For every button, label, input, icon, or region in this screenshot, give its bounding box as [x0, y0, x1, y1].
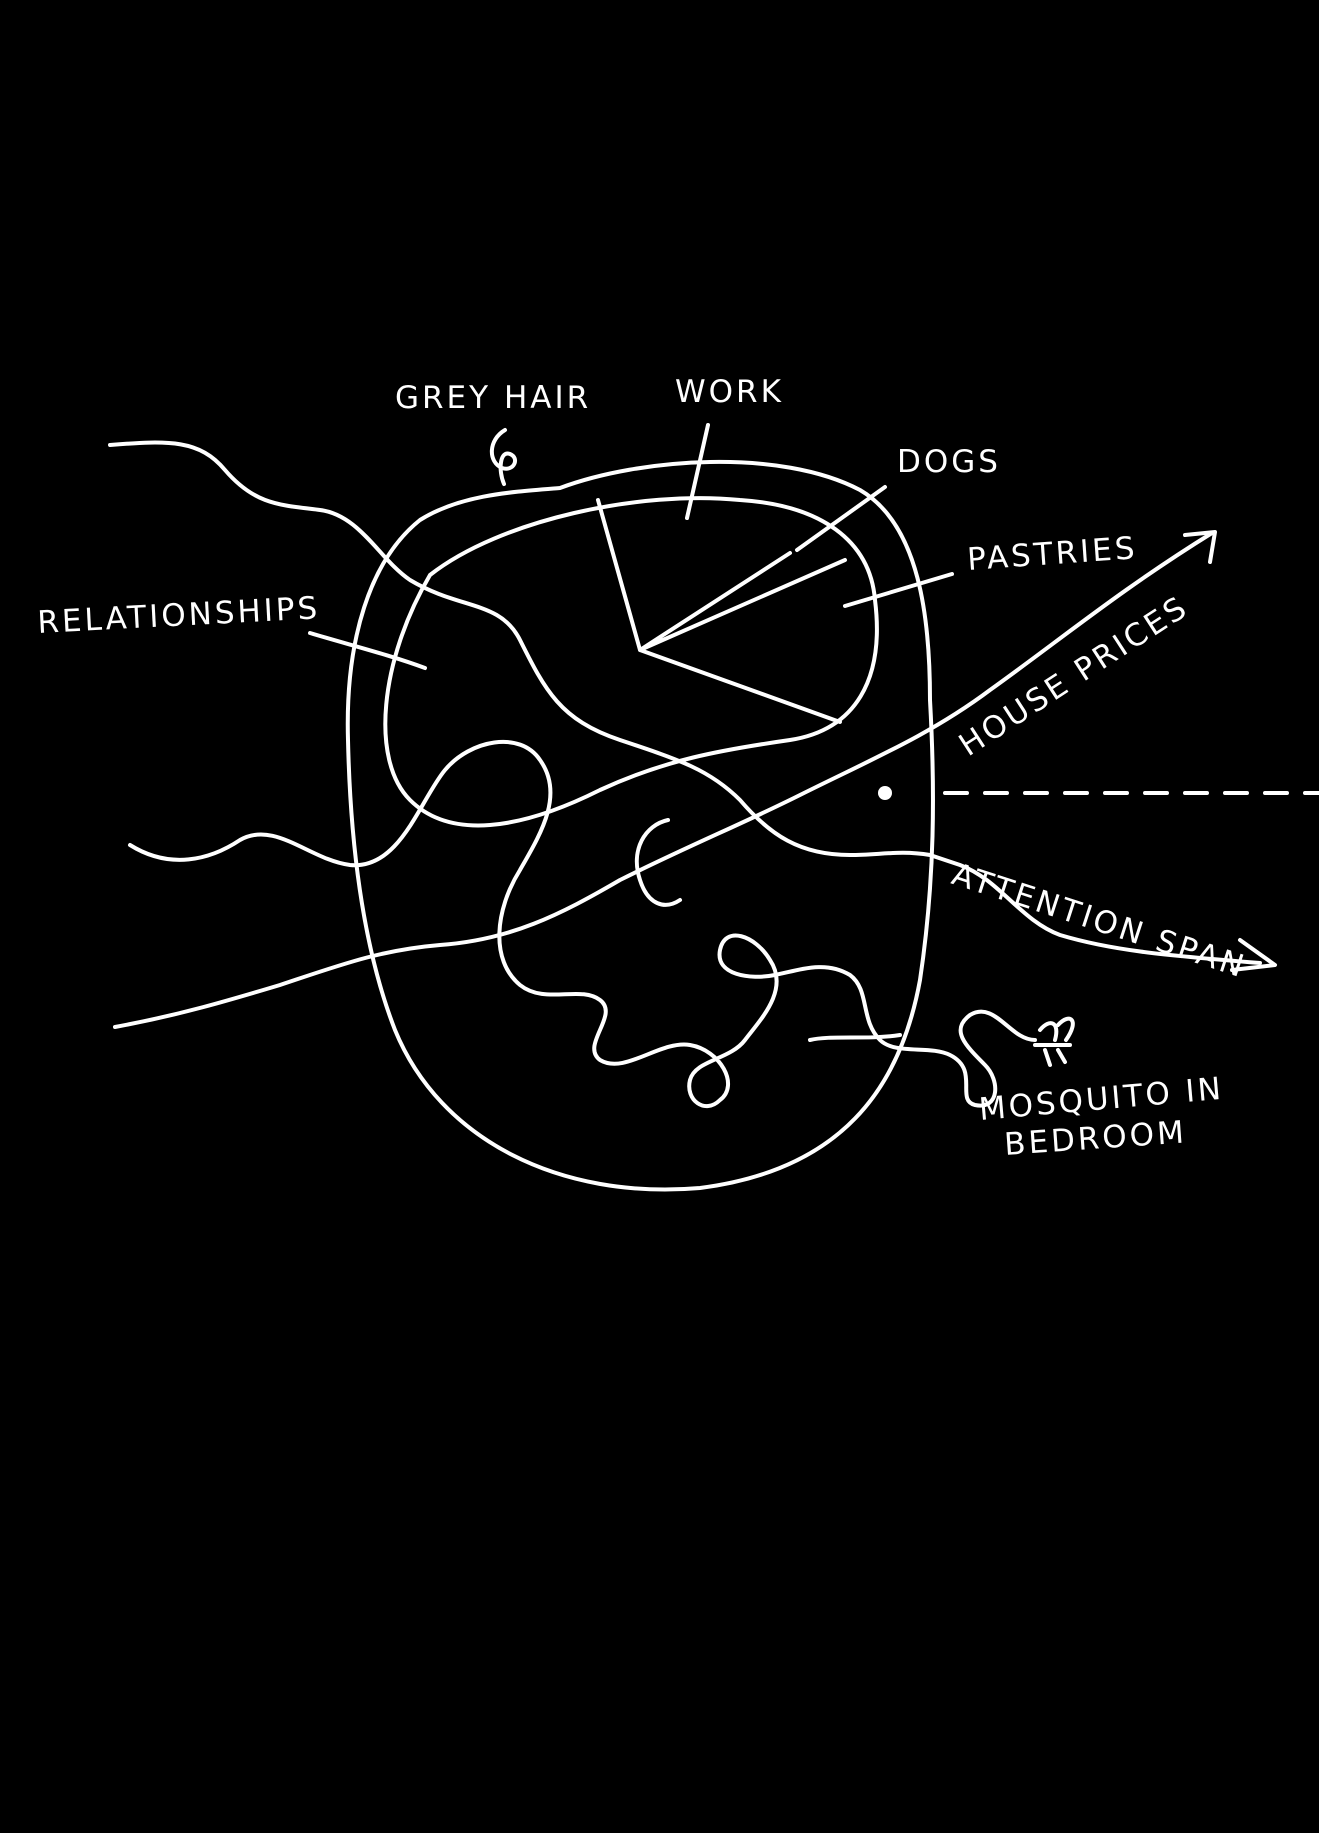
squiggle-crossbar	[808, 1033, 902, 1042]
relationships-wave	[108, 440, 1262, 965]
hook-curl	[634, 818, 682, 907]
mosquito-icon	[1033, 1016, 1075, 1067]
ear-dot	[878, 786, 892, 800]
label-dogs: DOGS	[897, 444, 1001, 480]
pie-slice-lines	[596, 498, 847, 724]
brain-outline	[383, 496, 879, 828]
tangled-squiggle	[128, 739, 1037, 1108]
relationships-leader-line	[308, 631, 427, 670]
label-pastries: PASTRIES	[966, 530, 1139, 578]
label-house-prices: HOUSE PRICES	[953, 589, 1196, 764]
grey-hair-curl	[489, 428, 518, 486]
label-work: WORK	[675, 374, 784, 410]
work-leader-line	[685, 423, 710, 520]
house-prices-line	[113, 531, 1214, 1029]
dogs-leader-line	[795, 485, 887, 552]
label-relationships: RELATIONSHIPS	[37, 590, 322, 641]
pastries-leader-line	[843, 572, 954, 608]
head-outline	[345, 460, 935, 1192]
house-prices-arrowhead	[1183, 530, 1217, 564]
label-grey-hair: GREY HAIR	[395, 380, 591, 416]
label-attention-span: ATTENTION SPAN	[948, 856, 1251, 985]
attention-span-arrowhead	[1230, 938, 1277, 972]
